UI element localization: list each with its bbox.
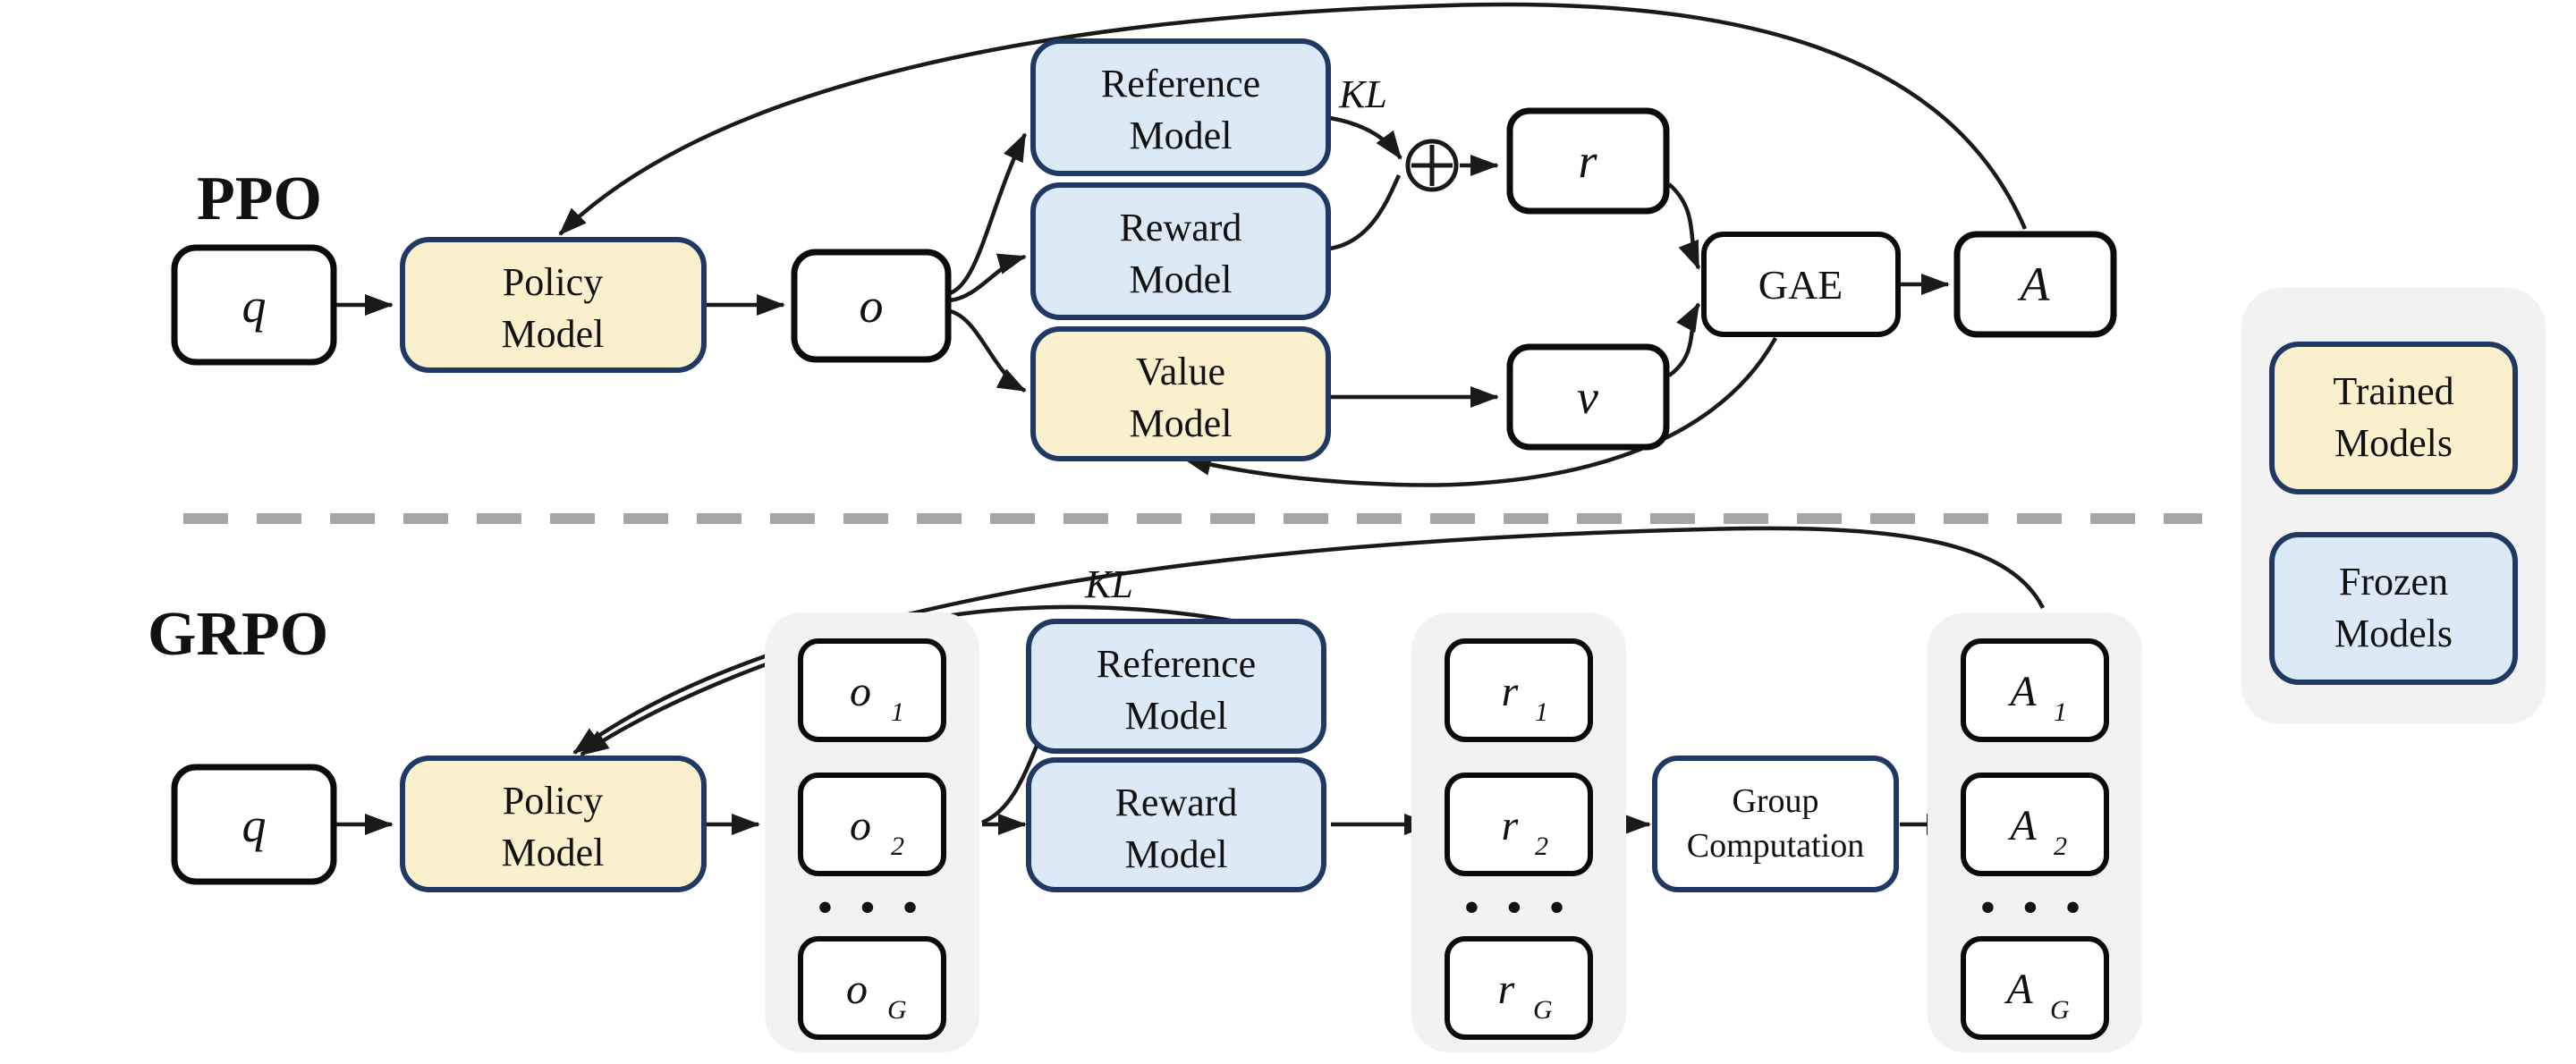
ppo-policy-model-label-2: Model bbox=[502, 312, 605, 356]
ppo-a-label: A bbox=[2018, 258, 2051, 311]
grpo-og-box bbox=[798, 936, 946, 1040]
ppo-value-model-label-2: Model bbox=[1130, 401, 1233, 445]
grpo-a-ellipsis: • • • bbox=[1980, 884, 2089, 930]
ppo-reference-model-box bbox=[1030, 38, 1331, 176]
grpo-kl-label: KL bbox=[1084, 562, 1133, 606]
ppo-q-box bbox=[171, 244, 337, 366]
ppo-reward-model-box bbox=[1030, 182, 1331, 320]
grpo-o2-sub: 2 bbox=[891, 832, 904, 861]
grpo-ag-box bbox=[1961, 936, 2109, 1040]
grpo-title: GRPO bbox=[148, 600, 328, 669]
grpo-reference-model-label-1: Reference bbox=[1097, 642, 1256, 686]
ppo-o-box bbox=[791, 249, 952, 363]
legend-trained-label-1: Trained bbox=[2333, 369, 2453, 413]
ppo-gae-box bbox=[1701, 232, 1901, 337]
ppo-section: PPO q Policy Model o Reference Model Rew… bbox=[171, 2, 2117, 487]
grpo-reward-model-label-2: Model bbox=[1125, 832, 1228, 876]
grpo-rg-box bbox=[1445, 936, 1593, 1040]
ppo-kl-label: KL bbox=[1338, 72, 1387, 116]
ppo-feedback-arc-a-to-policy bbox=[558, 2, 2028, 236]
grpo-policy-model-label-1: Policy bbox=[503, 779, 603, 823]
ppo-title: PPO bbox=[197, 165, 322, 233]
ppo-arrow-reference-to-oplus bbox=[1329, 115, 1402, 160]
grpo-o2-box bbox=[798, 773, 946, 876]
grpo-o-ellipsis: • • • bbox=[818, 884, 926, 930]
legend-frozen-label-1: Frozen bbox=[2339, 560, 2448, 604]
grpo-group-computation-label-2: Computation bbox=[1687, 827, 1864, 865]
grpo-reference-model-box bbox=[1026, 619, 1326, 754]
grpo-rg-label: r bbox=[1498, 966, 1515, 1013]
grpo-policy-model-box bbox=[400, 756, 707, 892]
grpo-o1-sub: 1 bbox=[891, 697, 904, 727]
ppo-arrow-reward-to-oplus bbox=[1329, 174, 1402, 251]
ppo-q-label: q bbox=[242, 279, 267, 333]
ppo-r-label: r bbox=[1578, 134, 1597, 188]
ppo-v-label: v bbox=[1577, 370, 1598, 424]
grpo-og-label: o bbox=[846, 966, 868, 1013]
legend-frozen-label-2: Models bbox=[2334, 612, 2453, 655]
grpo-group-computation-box bbox=[1652, 756, 1899, 892]
grpo-r1-label: r bbox=[1502, 668, 1519, 715]
grpo-o1-box bbox=[798, 638, 946, 742]
grpo-r1-box bbox=[1445, 638, 1593, 742]
grpo-r1-sub: 1 bbox=[1535, 697, 1548, 727]
ppo-arrow-r-to-gae bbox=[1667, 182, 1701, 270]
grpo-r-ellipsis: • • • bbox=[1464, 884, 1572, 930]
ppo-policy-model-label-1: Policy bbox=[503, 260, 603, 304]
ppo-arrow-o-to-reference bbox=[949, 132, 1028, 296]
ppo-reward-model-label-1: Reward bbox=[1120, 206, 1242, 249]
grpo-r2-sub: 2 bbox=[1535, 832, 1548, 861]
grpo-og-sub: G bbox=[887, 995, 907, 1025]
legend-trained-box bbox=[2269, 342, 2518, 494]
grpo-q-box bbox=[171, 764, 337, 885]
grpo-policy-model-label-2: Model bbox=[502, 831, 605, 874]
legend-trained-label-2: Models bbox=[2334, 421, 2453, 465]
legend-frozen-box bbox=[2269, 532, 2518, 685]
ppo-arrow-o-to-value bbox=[949, 308, 1027, 393]
grpo-r2-box bbox=[1445, 773, 1593, 876]
grpo-reward-model-label-1: Reward bbox=[1115, 781, 1238, 824]
grpo-r2-label: r bbox=[1502, 802, 1519, 849]
grpo-q-label: q bbox=[242, 798, 267, 852]
ppo-arrow-o-to-reward bbox=[949, 253, 1027, 303]
grpo-rg-sub: G bbox=[1533, 995, 1553, 1025]
grpo-a2-box bbox=[1961, 773, 2109, 876]
grpo-ag-sub: G bbox=[2050, 995, 2070, 1025]
grpo-a1-box bbox=[1961, 638, 2109, 742]
grpo-a1-sub: 1 bbox=[2054, 697, 2067, 727]
ppo-value-model-label-1: Value bbox=[1136, 350, 1225, 393]
grpo-reference-model-label-2: Model bbox=[1125, 694, 1228, 738]
plus-circle-icon bbox=[1405, 139, 1459, 192]
grpo-section: GRPO q Policy Model o 1 o 2 • • • o G Re… bbox=[148, 526, 2142, 1052]
grpo-reward-model-box bbox=[1026, 757, 1326, 892]
grpo-ag-label: A bbox=[2004, 966, 2033, 1013]
ppo-arrow-v-to-gae bbox=[1667, 302, 1701, 377]
ppo-value-model-box bbox=[1030, 326, 1331, 461]
grpo-a2-sub: 2 bbox=[2054, 832, 2067, 861]
ppo-gae-label: GAE bbox=[1758, 262, 1843, 308]
grpo-o2-label: o bbox=[850, 802, 871, 849]
ppo-policy-model-box bbox=[400, 237, 707, 373]
ppo-reference-model-label-2: Model bbox=[1130, 114, 1233, 157]
ppo-r-box bbox=[1506, 107, 1670, 215]
grpo-a1-label: A bbox=[2007, 668, 2037, 715]
ppo-feedback-arc-gae-to-value bbox=[1182, 336, 1777, 487]
ppo-reference-model-label-1: Reference bbox=[1101, 62, 1260, 106]
grpo-a2-label: A bbox=[2007, 802, 2037, 849]
ppo-reward-model-label-2: Model bbox=[1130, 258, 1233, 301]
ppo-a-box bbox=[1953, 231, 2117, 338]
ppo-v-box bbox=[1506, 343, 1670, 451]
grpo-group-computation-label-1: Group bbox=[1732, 782, 1818, 820]
grpo-o1-label: o bbox=[850, 668, 871, 715]
ppo-o-label: o bbox=[860, 279, 884, 333]
legend: Trained Models Frozen Models bbox=[2241, 288, 2546, 724]
